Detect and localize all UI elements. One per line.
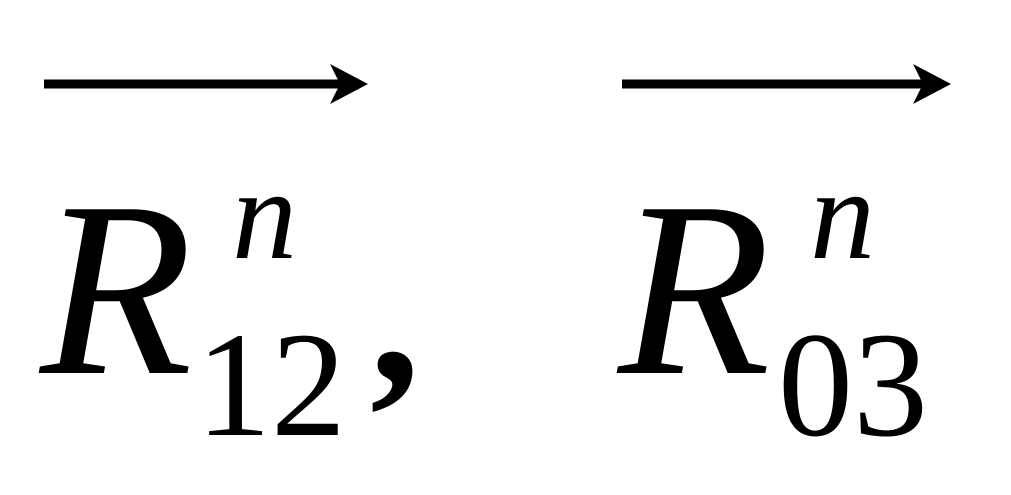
term-1-subscript: 12 [196, 302, 346, 468]
term-2-subscript: 03 [778, 302, 928, 468]
term-2-base: R [618, 151, 771, 428]
vector-arrow-icon [622, 64, 951, 104]
vector-arrow-icon [44, 64, 368, 104]
term-1-superscript: n [232, 143, 297, 287]
comma-separator: , [370, 204, 420, 425]
term-1-base: R [40, 151, 193, 428]
term-2-superscript: n [810, 143, 875, 287]
